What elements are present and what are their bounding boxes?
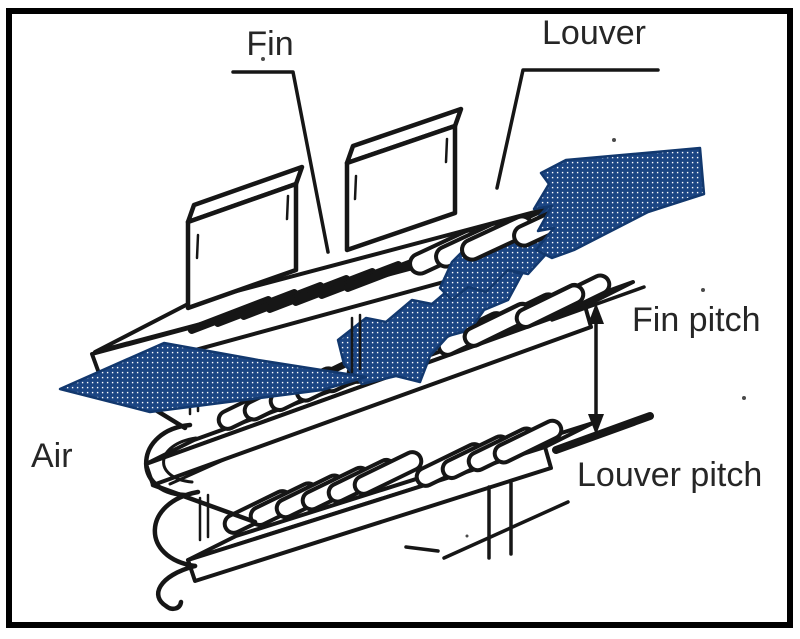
serpentine-fold-lower [152,489,201,569]
fin-leader-line [231,70,330,254]
fin3-louver-slats [222,418,564,535]
scan-speck [701,288,705,292]
airflow-entry-ribbon [58,341,368,414]
scan-speck [742,396,746,400]
airflow-exit-arrow [532,146,706,260]
louver-pitch-label: Louver pitch [577,456,762,494]
fold-crease [168,456,230,486]
tube-plate-2 [344,106,464,253]
fin2-louver-slats-front [462,283,586,348]
figure-border [6,8,793,628]
louver-leader-line [495,68,660,190]
louver-slat [492,418,564,465]
tube-plate-1 [185,164,305,311]
fin-pitch-dimension [550,285,654,454]
fin-label: Fin [246,25,293,63]
scan-speck [261,57,265,61]
fin-layer-3 [150,418,595,612]
airflow-weave-lower [336,266,524,386]
louver-slat [352,450,424,496]
louver-label: Louver [542,14,646,52]
louver-slat [343,254,429,292]
air-label: Air [31,437,73,475]
fin-pitch-label: Fin pitch [632,301,761,339]
scan-speck [612,138,616,142]
louver-pitch-dimension [404,481,570,560]
louver-slat [514,283,586,330]
scan-speck [465,534,469,538]
fin-tail-curl [155,563,198,612]
